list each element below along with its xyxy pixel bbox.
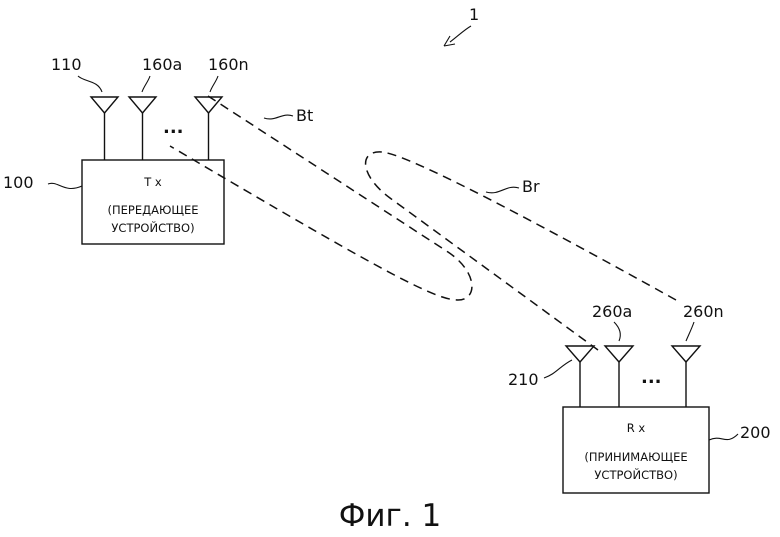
transmitter-ref-label: 100: [3, 173, 34, 192]
transmitter-antenna-ellipsis: ...: [163, 117, 184, 138]
antenna-ref-160n: 160n: [208, 55, 249, 74]
antenna-210: [566, 346, 594, 407]
receiver-ref-leader: [709, 434, 738, 440]
beam-bt-leader: [264, 115, 293, 119]
figure-caption: Фиг. 1: [339, 498, 442, 534]
system-ref-label: 1: [469, 5, 479, 24]
antenna-ref-160n-leader: [210, 76, 218, 92]
beam-br-leader: [486, 187, 519, 193]
antenna-ref-210: 210: [508, 370, 539, 389]
receiver-device: R x (ПРИНИМАЮЩЕЕ УСТРОЙСТВО): [563, 407, 709, 493]
receiver-label: R x: [627, 421, 646, 435]
antenna-ref-260n-leader: [686, 322, 694, 341]
beam-bt-label: Bt: [296, 106, 313, 125]
antenna-triangle-icon: [129, 97, 156, 113]
beam-br-label: Br: [522, 177, 540, 196]
antenna-ref-160a-leader: [142, 76, 150, 92]
transmitter-label: T x: [143, 175, 162, 189]
antenna-ref-110: 110: [51, 55, 82, 74]
receiver-desc-line2: УСТРОЙСТВО): [594, 467, 677, 482]
antenna-ref-110-leader: [78, 76, 102, 92]
receiver-desc-line1: (ПРИНИМАЮЩЕЕ: [584, 450, 687, 464]
antenna-ref-260a-leader: [614, 322, 620, 341]
antenna-260n: [672, 346, 700, 407]
transmitter-desc-line2: УСТРОЙСТВО): [111, 220, 194, 235]
receiver-ref-label: 200: [740, 423, 771, 442]
antenna-triangle-icon: [672, 346, 700, 362]
transmitter-desc-line1: (ПЕРЕДАЮЩЕЕ: [108, 203, 199, 217]
transmitter-ref-leader: [48, 183, 82, 188]
antenna-triangle-icon: [566, 346, 594, 362]
antenna-triangle-icon: [195, 97, 222, 113]
system-ref-arrow-icon: [444, 36, 455, 46]
antenna-260a: [605, 346, 633, 407]
antenna-ref-260n: 260n: [683, 302, 724, 321]
beam-bt-outline: [170, 96, 472, 300]
receiver-antenna-ellipsis: ...: [641, 367, 662, 388]
transmitter-device: T x (ПЕРЕДАЮЩЕЕ УСТРОЙСТВО): [82, 160, 224, 244]
antenna-110: [91, 97, 118, 160]
antenna-ref-260a: 260a: [592, 302, 632, 321]
antenna-triangle-icon: [91, 97, 118, 113]
antenna-ref-210-leader: [544, 360, 572, 378]
antenna-160n: [195, 97, 222, 160]
antenna-160a: [129, 97, 156, 160]
antenna-triangle-icon: [605, 346, 633, 362]
system-ref-leader: [450, 26, 471, 42]
antenna-ref-160a: 160a: [142, 55, 182, 74]
